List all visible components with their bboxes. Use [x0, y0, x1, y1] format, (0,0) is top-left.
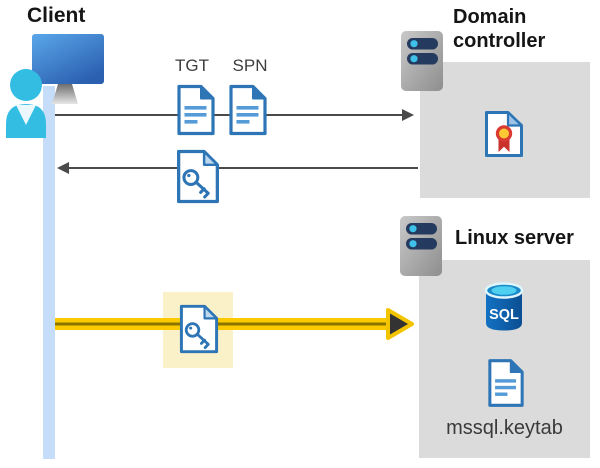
client-title: Client — [27, 4, 86, 27]
spn-label: SPN — [232, 56, 268, 75]
tgt-label: TGT — [175, 56, 209, 75]
linux-server-icon — [399, 215, 443, 277]
keytab-filename: mssql.keytab — [446, 417, 563, 439]
response-arrow — [69, 167, 418, 169]
domain-controller-title: Domain controller — [453, 6, 546, 52]
monitor-stand-icon — [52, 84, 78, 104]
client-lifeline — [43, 86, 55, 459]
spn-document-icon — [228, 84, 268, 136]
key-ticket-icon — [175, 149, 221, 204]
sql-database-icon: SQL — [484, 282, 524, 331]
keytab-file-icon — [487, 358, 525, 408]
key-ticket-highlighted-icon — [178, 304, 220, 354]
person-icon — [6, 69, 46, 138]
sql-badge-text: SQL — [489, 307, 519, 323]
client-computer-user-icon — [6, 34, 104, 138]
response-arrowhead-icon — [57, 162, 69, 174]
auth-arrow-yellow — [55, 308, 414, 340]
tgt-document-icon — [176, 84, 216, 136]
domain-controller-server-icon — [400, 30, 444, 92]
auth-arrowhead-icon — [386, 308, 414, 340]
monitor-icon — [32, 34, 104, 84]
request-arrowhead-icon — [402, 109, 414, 121]
certificate-icon — [484, 110, 524, 158]
linux-server-title: Linux server — [455, 227, 574, 249]
